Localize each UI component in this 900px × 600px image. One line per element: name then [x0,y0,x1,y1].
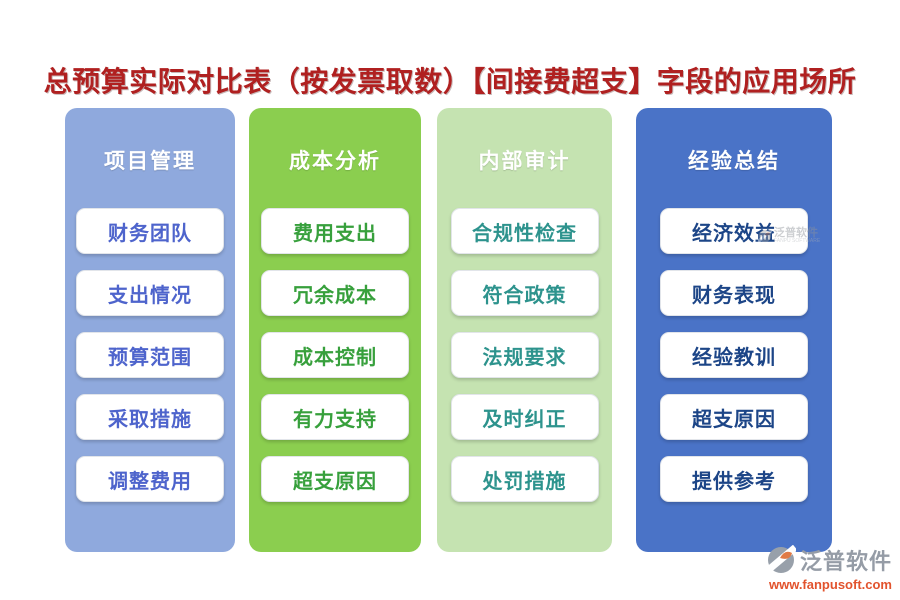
column-4: 经验总结经济效益财务表现经验教训超支原因提供参考 [636,108,832,552]
item-box: 有力支持 [261,394,409,440]
column-header: 项目管理 [104,149,196,173]
column-header: 内部审计 [478,149,571,173]
item-box: 成本控制 [261,332,409,378]
item-box: 预算范围 [76,332,224,378]
item-box: 合规性检查 [450,208,599,254]
item-box: 经验教训 [660,332,808,378]
item-box: 调整费用 [76,456,224,502]
column-3: 内部审计合规性检查符合政策法规要求及时纠正处罚措施 [437,108,612,552]
item-box: 财务表现 [660,270,808,316]
item-box: 超支原因 [261,456,409,502]
column-header: 经验总结 [688,149,780,173]
page-title: 总预算实际对比表（按发票取数）【间接费超支】字段的应用场所 [43,67,857,98]
column-items: 经济效益财务表现经验教训超支原因提供参考 [636,208,832,502]
item-box: 法规要求 [450,332,599,378]
item-box: 处罚措施 [450,456,599,502]
item-box: 财务团队 [76,208,224,254]
column-items: 费用支出冗余成本成本控制有力支持超支原因 [249,208,421,502]
column-items: 财务团队支出情况预算范围采取措施调整费用 [65,208,235,502]
column-1: 项目管理财务团队支出情况预算范围采取措施调整费用 [65,108,235,552]
footer-url: www.fanpusoft.com [768,577,892,592]
item-box: 符合政策 [450,270,599,316]
item-box: 采取措施 [76,394,224,440]
item-box: 提供参考 [660,456,808,502]
footer-brand-name: 泛普软件 [799,549,892,574]
fanpu-logo-icon [765,545,796,575]
item-box: 费用支出 [261,208,409,254]
item-box: 冗余成本 [261,270,409,316]
column-2: 成本分析费用支出冗余成本成本控制有力支持超支原因 [249,108,421,552]
column-items: 合规性检查符合政策法规要求及时纠正处罚措施 [437,208,612,502]
item-box: 及时纠正 [450,394,599,440]
footer-branding: 泛普软件 www.fanpusoft.com [765,544,892,592]
item-box: 超支原因 [660,394,808,440]
item-box: 经济效益 [660,208,808,254]
column-header: 成本分析 [289,149,381,173]
item-box: 支出情况 [76,270,224,316]
